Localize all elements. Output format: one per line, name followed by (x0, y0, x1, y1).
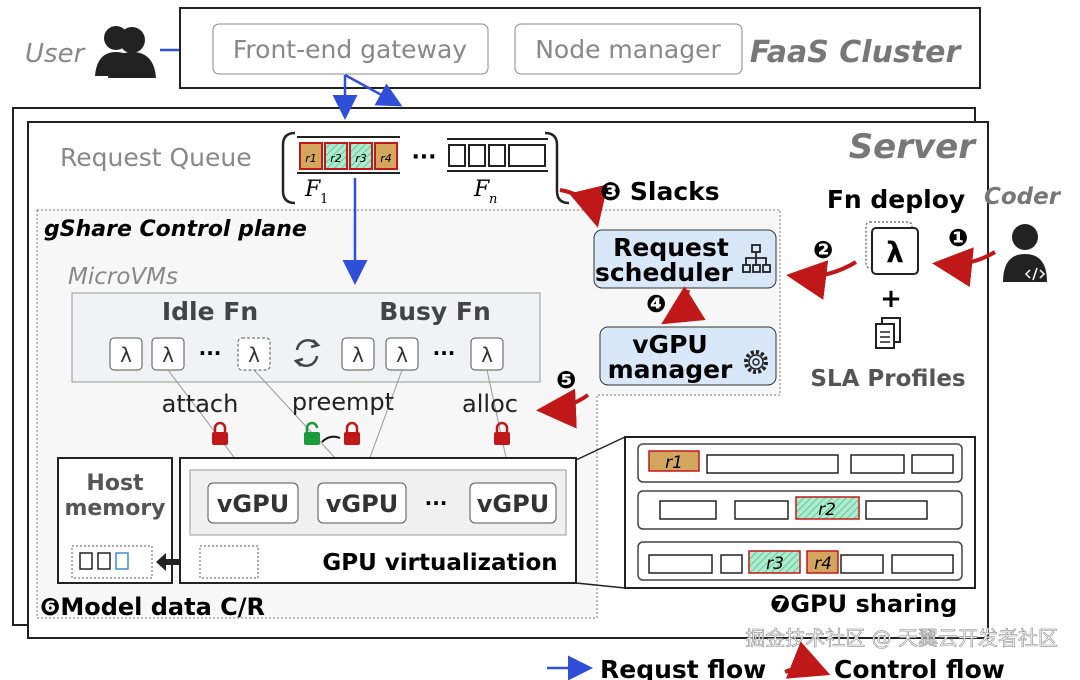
lambda-icon: λ (396, 343, 408, 367)
ellipsis: ··· (425, 491, 448, 515)
faas-cluster-title: FaaS Cluster (750, 35, 963, 70)
request-scheduler-label-2: scheduler (595, 258, 734, 287)
plus-sign: + (880, 284, 902, 314)
zoom-lines (575, 436, 626, 589)
vgpu-label: vGPU (217, 490, 289, 518)
preempt-label: preempt (292, 388, 394, 416)
frontend-gateway-box (212, 23, 489, 75)
frontend-gateway-label: Front-end gateway (233, 35, 467, 64)
request-flow-arrow (344, 73, 403, 107)
unlock-icon (304, 421, 320, 445)
r4-label: r4 (380, 152, 392, 165)
control-flow-arrow (932, 247, 997, 288)
queue-ellipsis: ··· (411, 145, 436, 170)
coder-icon (1003, 224, 1047, 282)
gpu-row (637, 490, 963, 530)
step-6-label: ❻Model data C/R (40, 593, 265, 621)
hierarchy-icon (742, 244, 771, 273)
idle-functions: λ λ ··· λ (109, 337, 271, 371)
attach-label: attach (162, 390, 239, 418)
lambda-icon: λ (481, 343, 493, 367)
legend-request-flow: Requst flow (600, 655, 766, 680)
idle-fn-label: Idle Fn (162, 297, 258, 326)
documents-icon (875, 317, 901, 349)
lock-icon (212, 421, 228, 445)
lambda-icon: λ (248, 343, 260, 367)
step-5-marker: ❺ (556, 366, 576, 394)
gpu-row (637, 541, 963, 581)
lambda-icon: λ (352, 343, 364, 367)
r4-label: r4 (814, 554, 832, 574)
sla-profiles-label: SLA Profiles (810, 366, 965, 392)
r1-label: r1 (665, 453, 683, 473)
control-plane-title: gShare Control plane (44, 217, 307, 242)
request-queue-label: Request Queue (60, 143, 252, 172)
vgpu-boxes: vGPU vGPU ··· vGPU (207, 482, 557, 524)
fn-subscript: n (489, 192, 497, 207)
lambda-icon: λ (162, 343, 174, 367)
vgpu-label: vGPU (477, 490, 549, 518)
request-r2 (324, 142, 348, 170)
lambda-icon: λ (120, 343, 132, 367)
queue-fn (447, 138, 548, 172)
control-flow-arrow (661, 286, 706, 325)
user-label: User (25, 39, 87, 69)
fn-deploy-label: Fn deploy (827, 185, 965, 214)
ellipsis: ··· (433, 341, 456, 365)
r3-label: r3 (766, 554, 784, 574)
gpu-row (637, 443, 963, 483)
watermark: 掘金技术社区 @ 天翼云开发者社区 (745, 626, 1058, 650)
server-title: Server (849, 127, 978, 167)
vgpu-manager-label: vGPU (632, 330, 707, 359)
ellipsis: ··· (199, 341, 222, 365)
function-package-icon: λ (865, 221, 919, 275)
step-7-label: ❼GPU sharing (770, 590, 957, 618)
legend-control-flow-arrow (784, 641, 831, 679)
request-r3 (349, 142, 373, 170)
request-r1 (299, 142, 323, 170)
vgpu-manager-label-2: manager (608, 355, 733, 384)
r3-label: r3 (355, 152, 367, 165)
user-icon (95, 26, 156, 78)
control-flow-arrow (786, 260, 858, 300)
request-scheduler-label: Request (613, 233, 729, 262)
busy-functions: λ λ ··· λ (341, 337, 504, 371)
r1-label: r1 (305, 152, 317, 165)
control-flow-arrow (536, 388, 590, 429)
control-flow-arrow (559, 184, 608, 228)
lock-icon (344, 421, 360, 445)
r2-label: r2 (330, 152, 342, 165)
vgpu-label: vGPU (326, 490, 398, 518)
f1-subscript: 1 (320, 192, 328, 207)
vgpu-manager-box (599, 326, 777, 386)
node-manager-box (514, 23, 743, 75)
gpu-virtualization-label: GPU virtualization (322, 550, 557, 576)
step-2-marker: ❷ (813, 236, 833, 264)
step-1-marker: ❶ (948, 224, 968, 252)
busy-fn-label: Busy Fn (379, 297, 491, 326)
r2-label: r2 (818, 500, 836, 520)
microvms-box (71, 292, 541, 383)
host-memory-label-2: memory (64, 496, 165, 521)
host-memory-label: Host (86, 471, 144, 496)
step-4-marker: ❹ (646, 290, 666, 318)
preempt-arrow (321, 435, 341, 443)
f1-label: F (304, 177, 321, 202)
gear-icon (744, 350, 768, 374)
node-manager-label: Node manager (535, 35, 721, 64)
lambda-icon: λ (886, 236, 904, 269)
lock-icon (494, 421, 510, 445)
request-r4 (374, 142, 398, 170)
alloc-label: alloc (462, 390, 518, 418)
queue-bracket (281, 131, 570, 205)
coder-label: Coder (984, 184, 1062, 210)
microvms-label: MicroVMs (68, 264, 178, 290)
legend-control-flow: Control flow (834, 655, 1005, 680)
gpu-model-data (199, 545, 259, 579)
queue-f1: r1 r2 r3 r4 F 1 (297, 136, 400, 207)
step-3-label: ❸ Slacks (600, 177, 720, 206)
fn-label: F (473, 177, 490, 202)
cycle-icon (293, 338, 321, 368)
